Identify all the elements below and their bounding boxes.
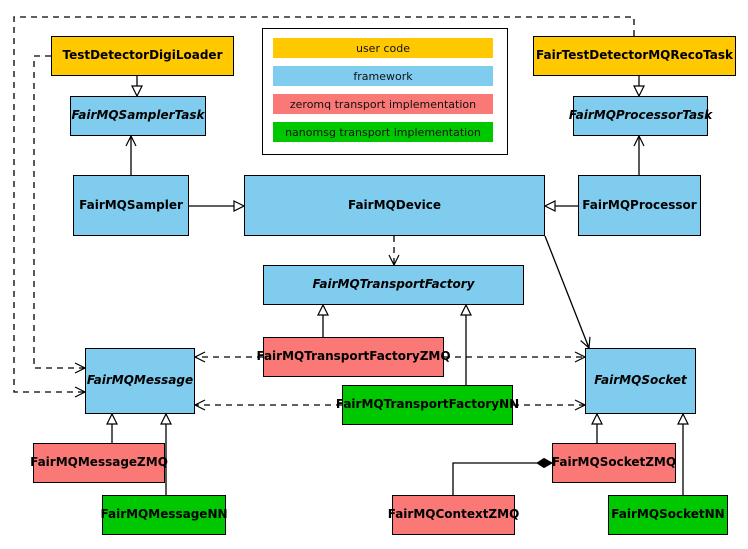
- class-label: TestDetectorDigiLoader: [62, 48, 223, 63]
- legend-item-zeromq: zeromq transport implementation: [273, 94, 493, 114]
- legend-panel: user code framework zeromq transport imp…: [262, 28, 508, 155]
- class-label: FairMQTransportFactory: [312, 277, 475, 292]
- class-box-fair-mq-transport-factory-zmq[interactable]: FairMQTransportFactoryZMQ: [256, 337, 451, 377]
- class-label: FairMQTransportFactoryZMQ: [256, 349, 451, 364]
- class-label: FairMQDevice: [347, 197, 442, 212]
- class-box-fair-mq-socket[interactable]: FairMQSocket: [585, 348, 696, 414]
- legend-label: nanomsg transport implementation: [285, 125, 481, 139]
- class-box-fair-mq-message-zmq[interactable]: FairMQMessageZMQ: [30, 443, 168, 483]
- legend-item-framework: framework: [273, 66, 493, 86]
- class-box-fair-mq-processor-task[interactable]: FairMQProcessorTask: [569, 96, 712, 136]
- legend-item-nanomsg: nanomsg transport implementation: [273, 122, 493, 142]
- legend-item-user-code: user code: [273, 38, 493, 58]
- class-box-fair-mq-message[interactable]: FairMQMessage: [85, 348, 195, 414]
- class-box-test-detector-digi-loader[interactable]: TestDetectorDigiLoader: [51, 36, 234, 76]
- class-box-fair-mq-socket-nn[interactable]: FairMQSocketNN: [608, 495, 728, 535]
- class-label: FairTestDetectorMQRecoTask: [536, 48, 733, 63]
- class-box-fair-test-detector-mq-reco-task[interactable]: FairTestDetectorMQRecoTask: [533, 36, 736, 76]
- edge-recotask-message: [13, 16, 635, 398]
- class-label: FairMQContextZMQ: [387, 507, 520, 522]
- class-box-fair-mq-socket-zmq[interactable]: FairMQSocketZMQ: [552, 443, 676, 483]
- class-label: FairMQProcessor: [582, 197, 697, 212]
- class-box-fair-mq-processor[interactable]: FairMQProcessor: [578, 175, 701, 236]
- class-label: FairMQSocketNN: [611, 507, 725, 522]
- class-label: FairMQMessageZMQ: [30, 455, 168, 470]
- class-box-fair-mq-sampler[interactable]: FairMQSampler: [73, 175, 189, 236]
- edge-contextzmq-socketzmq: [452, 457, 554, 495]
- class-label: FairMQMessageNN: [100, 507, 228, 522]
- class-label: FairMQSamplerTask: [71, 108, 205, 123]
- class-box-fair-mq-transport-factory[interactable]: FairMQTransportFactory: [263, 265, 524, 305]
- class-box-fair-mq-device[interactable]: FairMQDevice: [244, 175, 545, 236]
- edge-digiloader-message: [33, 55, 87, 374]
- class-box-fair-mq-sampler-task[interactable]: FairMQSamplerTask: [70, 96, 206, 136]
- class-label: FairMQSocket: [594, 373, 687, 388]
- legend-label: user code: [355, 41, 411, 55]
- class-label: FairMQMessage: [86, 373, 194, 388]
- class-label: FairMQSocketZMQ: [551, 455, 677, 470]
- class-box-fair-mq-context-zmq[interactable]: FairMQContextZMQ: [388, 495, 519, 535]
- legend-label: zeromq transport implementation: [289, 97, 477, 111]
- class-label: FairMQProcessorTask: [568, 108, 713, 123]
- class-box-fair-mq-message-nn[interactable]: FairMQMessageNN: [100, 495, 228, 535]
- class-label: FairMQTransportFactoryNN: [335, 397, 520, 412]
- edge-device-socket: [544, 235, 591, 350]
- class-box-fair-mq-transport-factory-nn[interactable]: FairMQTransportFactoryNN: [336, 385, 519, 425]
- legend-label: framework: [353, 69, 413, 83]
- class-label: FairMQSampler: [79, 197, 183, 212]
